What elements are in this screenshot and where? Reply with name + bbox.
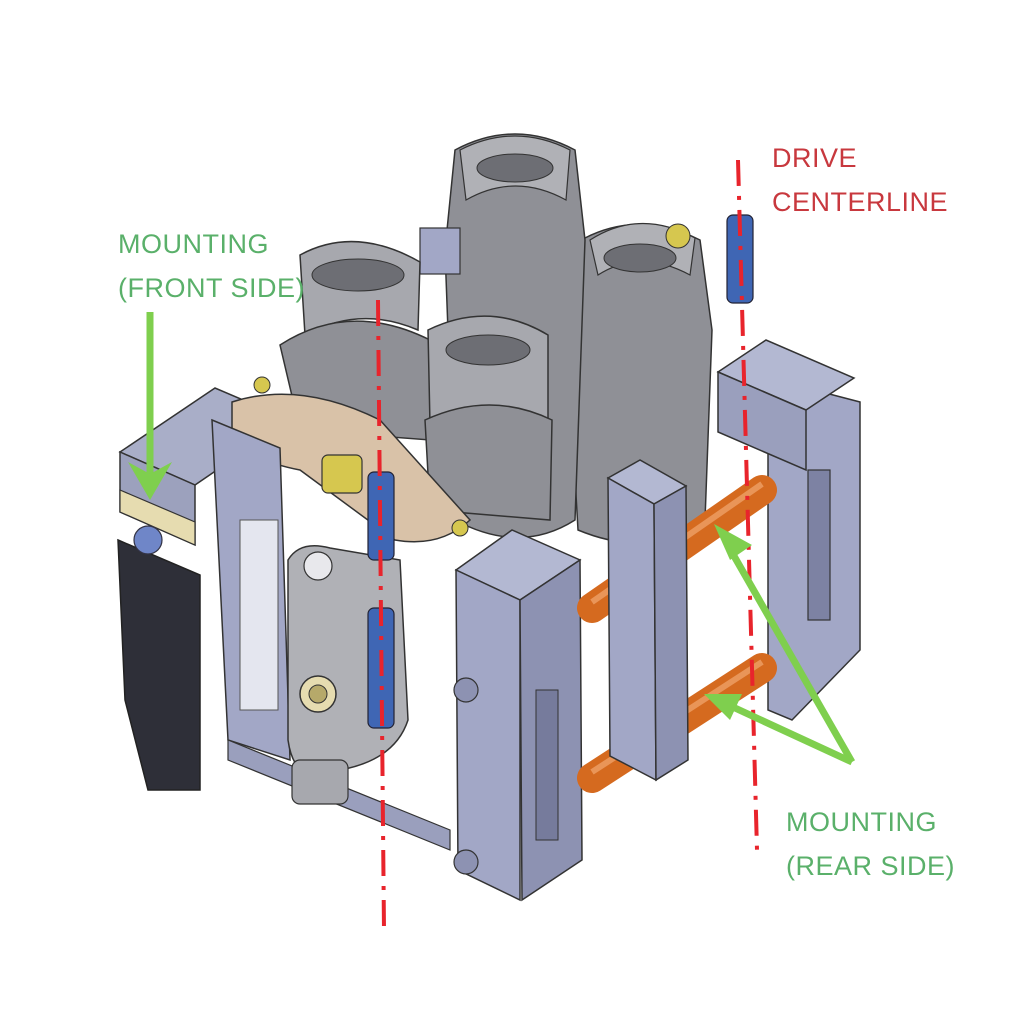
drive-centerlines: [376, 159, 759, 931]
front-frame-window: [239, 519, 279, 711]
center-housing-flange: [419, 227, 461, 275]
front-right-frame-bolt-top: [453, 677, 479, 703]
mounting-arrows: [128, 312, 856, 766]
right-housing-bore: [603, 243, 677, 273]
drive-label-line-2: CENTERLINE: [772, 187, 949, 217]
right-housing: [564, 222, 713, 544]
front-right-frame-bolt-bottom: [453, 849, 479, 875]
front-housing-right-ring: [445, 334, 531, 366]
drive-centerline-label: DRIVE CENTERLINE: [772, 136, 948, 224]
crank-arm-bushing-hole: [308, 684, 328, 704]
front-right-frame-face: [455, 568, 521, 902]
rear-frame-slot: [807, 469, 831, 621]
tan-bolt-2: [451, 519, 469, 537]
front-block-base: [117, 538, 201, 791]
arrow-front-head: [128, 462, 172, 500]
arrow-rear-lower-head: [704, 694, 742, 720]
middle-bar-face: [607, 476, 657, 782]
front-block-pad: [119, 489, 196, 546]
right-housing-cap: [665, 223, 691, 249]
mounting-rear-label: MOUNTING (REAR SIDE): [786, 800, 955, 888]
centerline-front: [376, 299, 386, 931]
center-housing-bore: [476, 153, 554, 183]
front-housing-left-ring: [311, 258, 405, 292]
yellow-cap: [321, 454, 363, 494]
mounting-front-label: MOUNTING (FRONT SIDE): [118, 222, 305, 310]
drive-label-line-1: DRIVE: [772, 143, 858, 173]
front-block-bolt: [133, 525, 163, 555]
rear-label-line-2: (REAR SIDE): [786, 851, 956, 881]
front-right-frame-slot: [535, 689, 559, 841]
crank-arm-hinge: [291, 759, 349, 805]
arrow-rear-lower-shaft: [720, 698, 854, 766]
arrow-rear-upper-shaft: [722, 540, 856, 764]
front-right-frame: [453, 529, 583, 902]
rear-label-line-1: MOUNTING: [786, 807, 937, 837]
crank-arm-eye: [303, 551, 333, 581]
front-label-line-2: (FRONT SIDE): [118, 273, 305, 303]
front-label-line-1: MOUNTING: [118, 229, 269, 259]
middle-bar-side: [653, 484, 689, 782]
centerline-rear: [736, 159, 759, 851]
rear-box-front: [717, 370, 807, 472]
tan-bolt-1: [253, 376, 271, 394]
rear-frame: [716, 339, 861, 721]
middle-bar: [606, 459, 689, 782]
arrow-rear-upper-head: [714, 524, 752, 560]
front-housing-right-body: [424, 404, 553, 521]
tan-linkage: [231, 376, 472, 543]
